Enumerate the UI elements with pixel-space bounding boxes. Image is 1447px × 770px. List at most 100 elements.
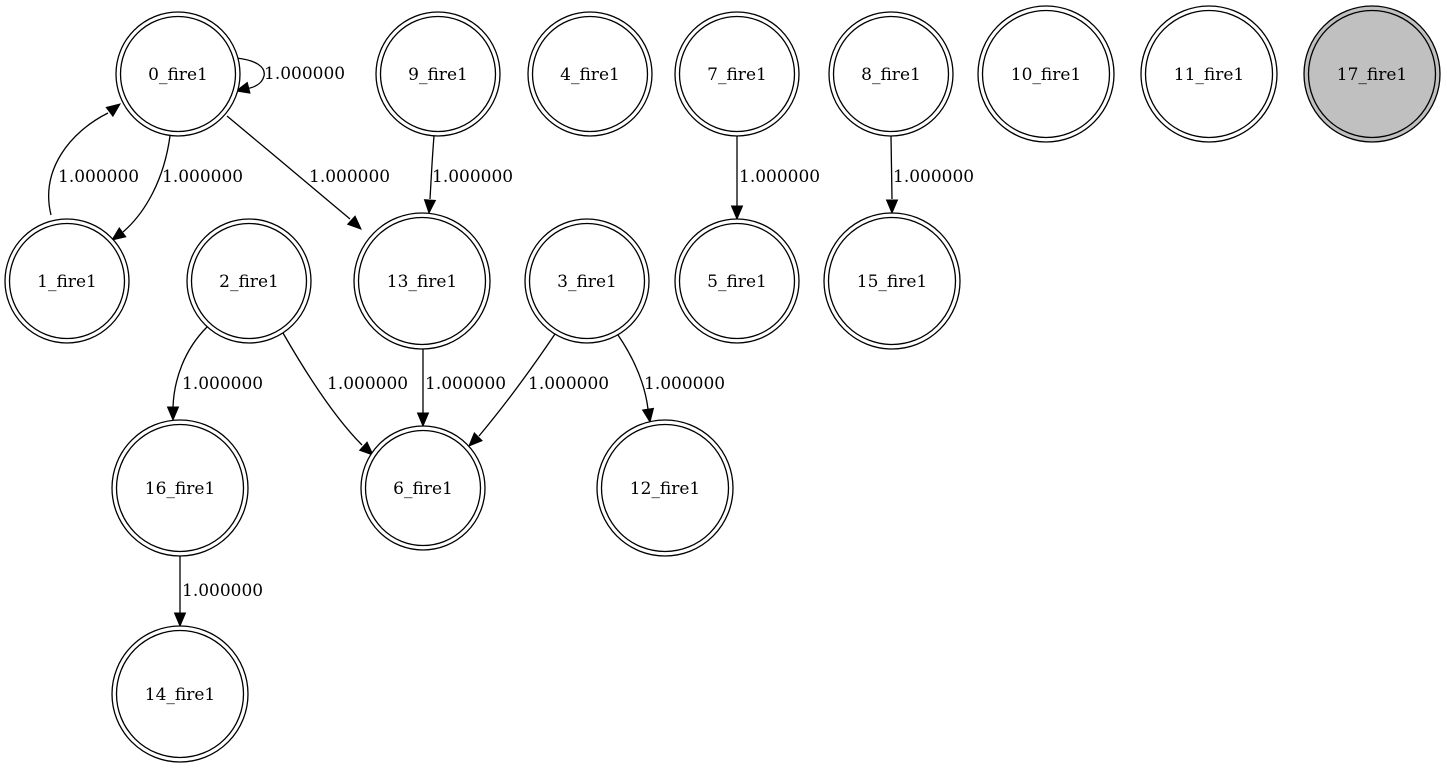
edge-arrowhead: [173, 612, 187, 628]
node-label: 10_fire1: [1011, 65, 1081, 85]
edge-n0-to-n13: 1.000000: [226, 115, 390, 230]
edge-n7-to-n5: 1.000000: [730, 136, 820, 221]
state-node-10[interactable]: 10_fire1: [977, 5, 1115, 143]
node-inner-ring: [827, 216, 957, 346]
node-label: 7_fire1: [707, 65, 767, 85]
edge-arrowhead: [166, 406, 180, 422]
edge-arrowhead: [730, 205, 744, 221]
edge-line: [282, 332, 363, 446]
edge-weight-label: 1.000000: [528, 374, 609, 394]
edge-arrowhead: [468, 432, 483, 447]
edge-weight-label: 1.000000: [264, 64, 345, 84]
node-label: 9_fire1: [408, 65, 468, 85]
node-label: 15_fire1: [857, 272, 927, 292]
node-label: 13_fire1: [387, 272, 457, 292]
node-label: 11_fire1: [1174, 65, 1244, 85]
edge-line: [48, 112, 109, 216]
edge-weight-label: 1.000000: [182, 581, 263, 601]
edge-arrowhead: [416, 412, 430, 428]
edge-weight-label: 1.000000: [425, 374, 506, 394]
state-node-8[interactable]: 8_fire1: [828, 11, 954, 137]
edge-line: [235, 57, 265, 90]
node-inner-ring: [531, 15, 649, 133]
state-node-12[interactable]: 12_fire1: [596, 419, 734, 557]
state-node-0[interactable]: 0_fire1: [115, 11, 241, 137]
node-inner-ring: [1307, 9, 1437, 139]
edge-weight-label: 1.000000: [58, 167, 139, 187]
edges-layer: 1.000000 1.000000 1.000000 1.000000 1.000000…: [48, 57, 974, 628]
edge-n3-to-n12: 1.000000: [617, 334, 725, 424]
node-label: 4_fire1: [560, 65, 620, 85]
edge-line: [890, 135, 893, 200]
node-inner-ring: [119, 15, 237, 133]
state-node-17[interactable]: 17_fire1: [1303, 5, 1441, 143]
edge-n3-to-n6: 1.000000: [468, 333, 609, 447]
state-node-7[interactable]: 7_fire1: [674, 11, 800, 137]
edge-n9-to-n13: 1.000000: [423, 135, 513, 215]
edge-arrowhead: [234, 81, 251, 94]
edge-arrowhead: [110, 227, 127, 241]
edge-weight-label: 1.000000: [309, 167, 390, 187]
edge-line: [172, 326, 208, 408]
state-node-9[interactable]: 9_fire1: [375, 11, 501, 137]
node-label: 12_fire1: [630, 479, 700, 499]
node-inner-ring: [832, 15, 950, 133]
node-inner-ring: [115, 423, 245, 553]
state-node-11[interactable]: 11_fire1: [1140, 5, 1278, 143]
edge-line: [478, 333, 556, 437]
edge-arrowhead: [885, 199, 899, 215]
edge-arrowhead: [105, 103, 122, 118]
edge-line: [617, 334, 649, 410]
edge-weight-label: 1.000000: [162, 167, 243, 187]
node-label: 17_fire1: [1337, 65, 1407, 85]
state-node-15[interactable]: 15_fire1: [823, 212, 961, 350]
edge-n13-to-n6: 1.000000: [416, 349, 506, 428]
node-inner-ring: [600, 423, 730, 553]
node-label: 8_fire1: [861, 65, 921, 85]
state-node-14[interactable]: 14_fire1: [111, 625, 249, 763]
edge-line: [429, 135, 435, 200]
node-inner-ring: [981, 9, 1111, 139]
edge-weight-label: 1.000000: [327, 374, 408, 394]
node-inner-ring: [115, 629, 245, 759]
edge-weight-label: 1.000000: [644, 374, 725, 394]
node-label: 14_fire1: [145, 685, 215, 705]
node-inner-ring: [678, 15, 796, 133]
edge-arrowhead: [423, 199, 437, 215]
node-label: 6_fire1: [393, 479, 453, 499]
state-node-4[interactable]: 4_fire1: [527, 11, 653, 137]
node-inner-ring: [364, 429, 482, 547]
node-label: 3_fire1: [557, 272, 617, 292]
node-inner-ring: [357, 216, 487, 346]
node-label: 2_fire1: [219, 272, 279, 292]
edge-arrowhead: [346, 215, 362, 230]
edge-n0-to-n0: 1.000000: [234, 57, 345, 94]
edge-n8-to-n15: 1.000000: [885, 135, 974, 215]
nodes-layer: 0_fire1 9_fire1 4_fire1 7_fire1 8_fire1 10_fi…: [4, 5, 1441, 763]
edge-n16-to-n14: 1.000000: [173, 556, 263, 628]
edge-weight-label: 1.000000: [182, 374, 263, 394]
node-inner-ring: [678, 222, 796, 340]
state-node-6[interactable]: 6_fire1: [360, 425, 486, 551]
state-node-16[interactable]: 16_fire1: [111, 419, 249, 557]
node-inner-ring: [8, 222, 126, 340]
state-node-2[interactable]: 2_fire1: [186, 218, 312, 344]
edge-arrowhead: [358, 441, 374, 456]
edge-weight-label: 1.000000: [432, 167, 513, 187]
edge-n2-to-n6: 1.000000: [282, 332, 408, 456]
node-label: 16_fire1: [145, 479, 215, 499]
node-inner-ring: [190, 222, 308, 340]
edge-weight-label: 1.000000: [893, 167, 974, 187]
node-label: 0_fire1: [148, 65, 208, 85]
state-node-3[interactable]: 3_fire1: [524, 218, 650, 344]
node-inner-ring: [379, 15, 497, 133]
state-node-5[interactable]: 5_fire1: [674, 218, 800, 344]
state-node-13[interactable]: 13_fire1: [353, 212, 491, 350]
node-label: 5_fire1: [707, 272, 767, 292]
node-inner-ring: [528, 222, 646, 340]
edge-line: [226, 115, 351, 220]
edge-n1-to-n0: 1.000000: [48, 103, 139, 216]
state-node-1[interactable]: 1_fire1: [4, 218, 130, 344]
edge-n2-to-n16: 1.000000: [166, 326, 263, 422]
